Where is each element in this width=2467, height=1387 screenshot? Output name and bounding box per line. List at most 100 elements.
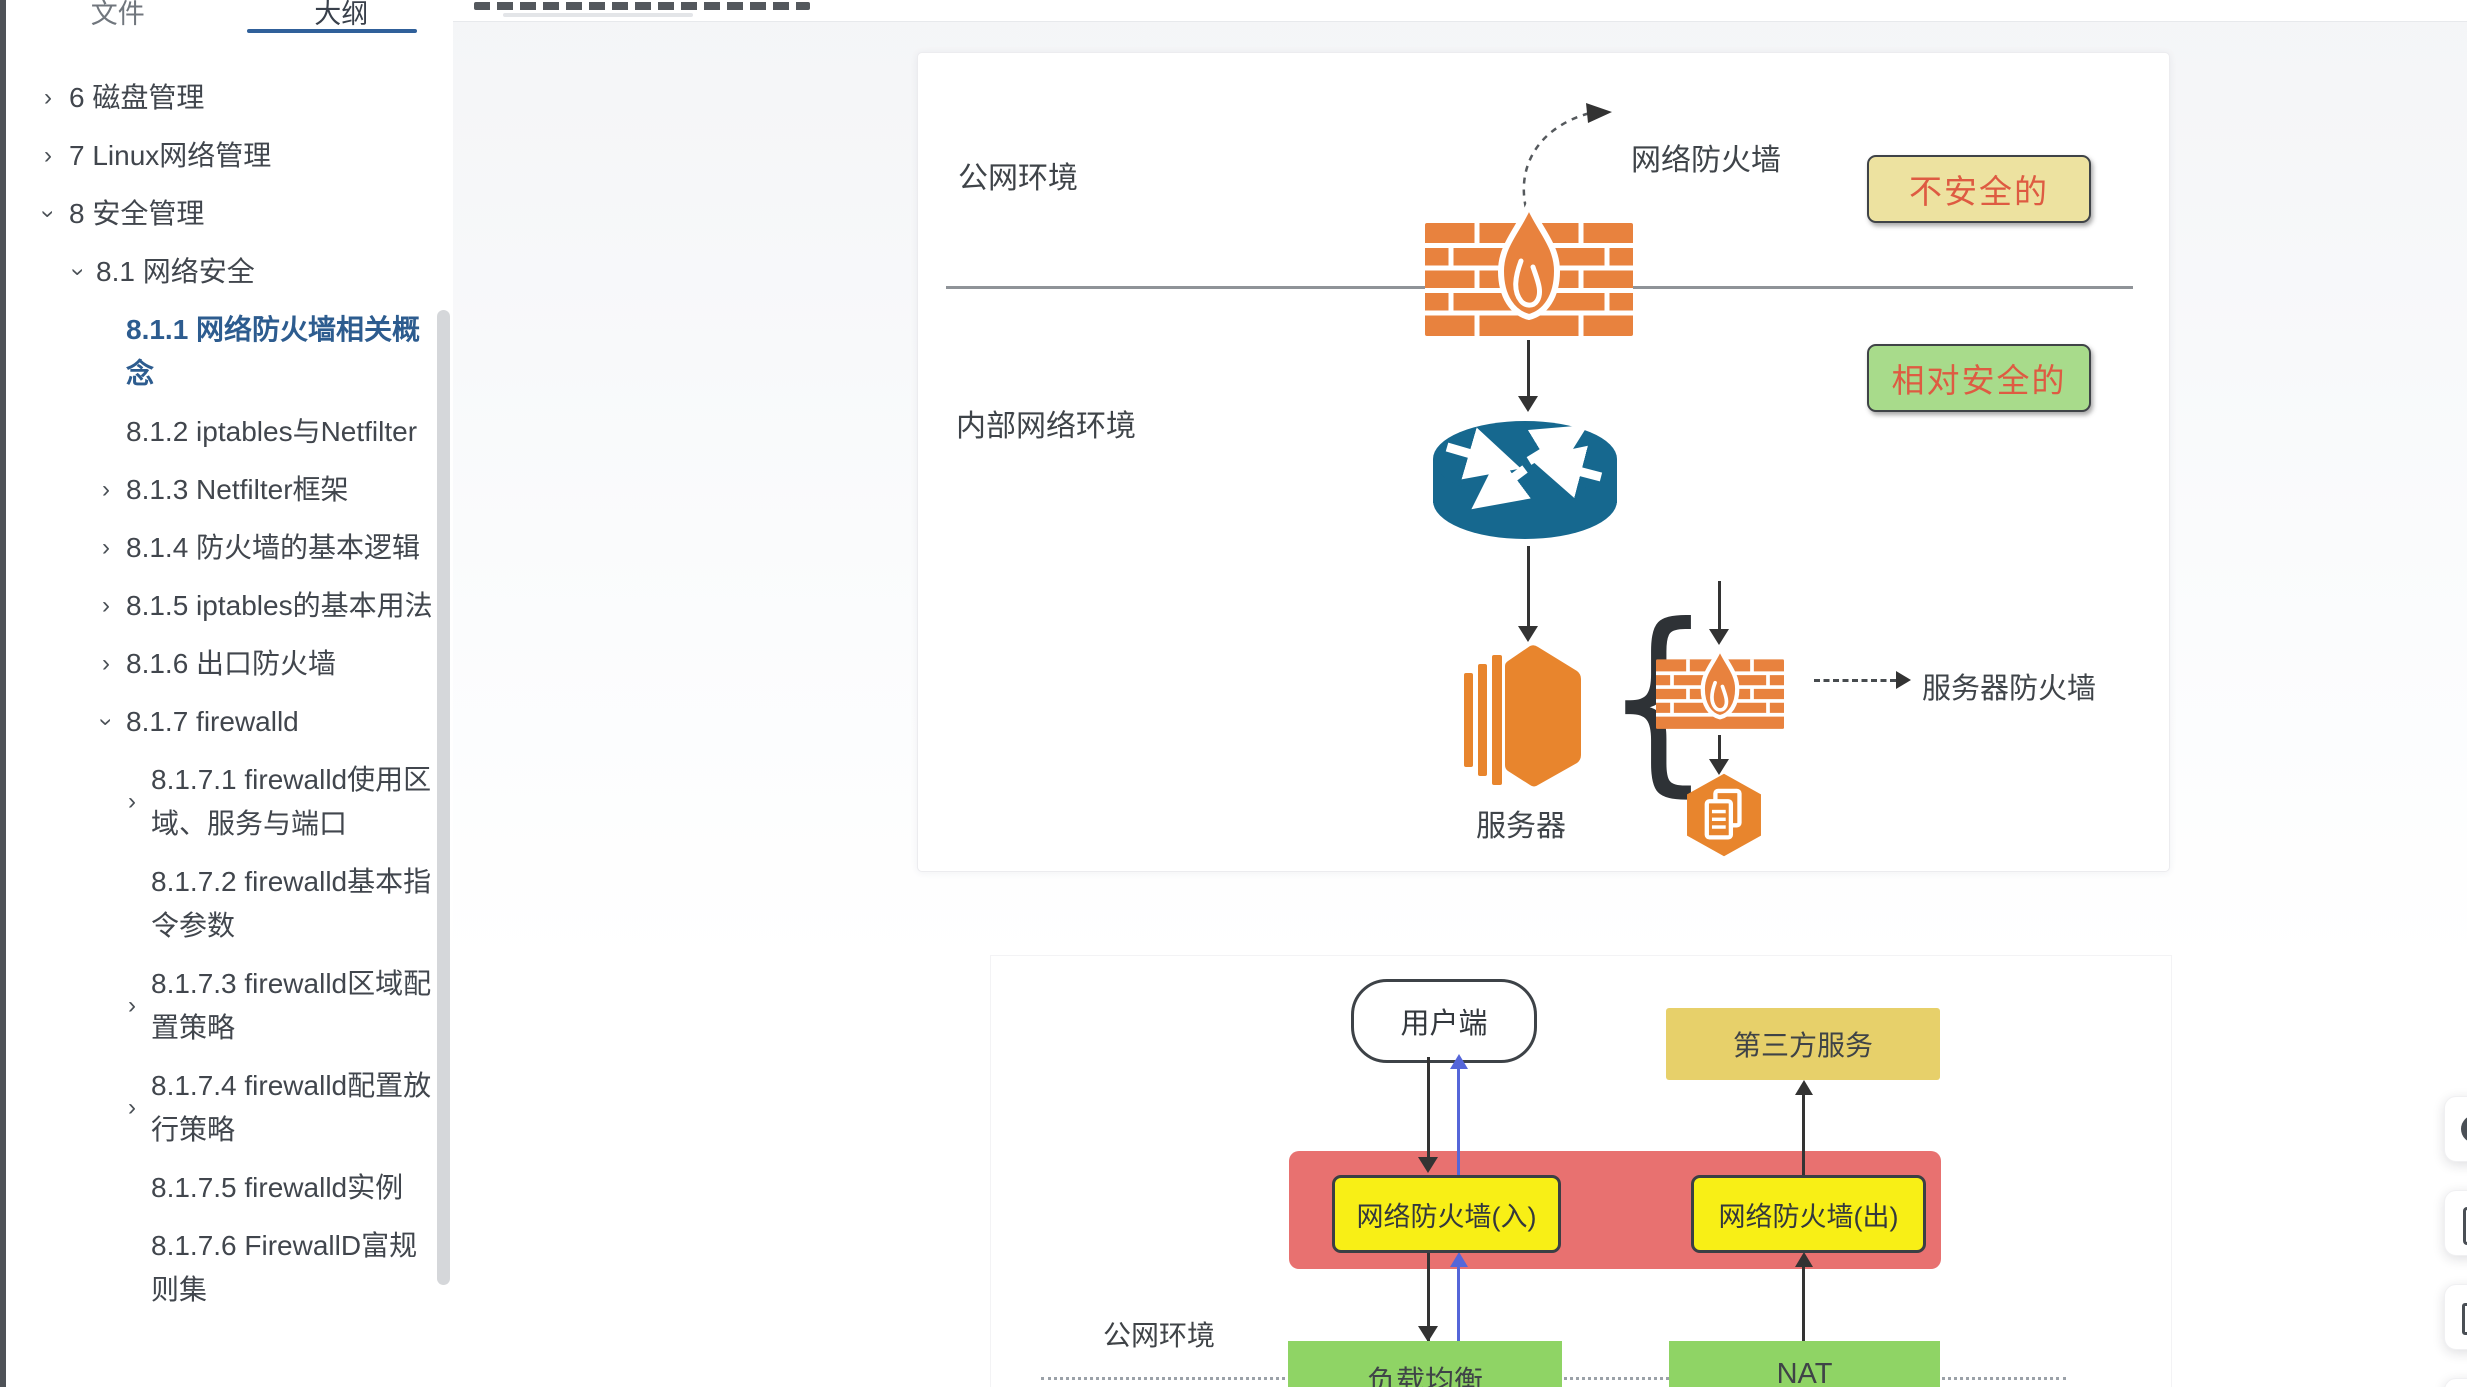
dashed-curve-arrow xyxy=(1522,103,1612,220)
sidebar-item[interactable]: › 8.1.7.3 firewalld区域配置策略 xyxy=(6,962,453,1050)
floating-button-qr[interactable] xyxy=(2444,1284,2467,1350)
sidebar-item-label: 8.1.3 Netfilter框架 xyxy=(126,474,349,505)
dashed-arrow xyxy=(1814,679,1896,682)
chevron-right-icon[interactable]: › xyxy=(44,84,52,111)
arrowhead-up-icon xyxy=(1795,1252,1813,1267)
load-balancer-node: 负载均衡 xyxy=(1288,1341,1562,1387)
tab-outline[interactable]: 大纲 xyxy=(314,0,369,29)
chevron-right-icon[interactable]: › xyxy=(102,650,110,677)
arrow-firewall-router xyxy=(1527,340,1530,398)
sidebar-item[interactable]: 8.1.7.6 FirewallD富规则集 xyxy=(6,1224,453,1312)
sidebar-item[interactable]: › 6 磁盘管理 xyxy=(6,76,453,120)
arrowhead-down-icon xyxy=(1418,1326,1438,1342)
sidebar-item-label: 8.1.7.6 FirewallD富规则集 xyxy=(151,1230,418,1305)
arrowhead-down-icon xyxy=(1418,1157,1438,1173)
clipped-subtitle-fragment xyxy=(503,13,693,17)
sidebar-item-label: 8.1.7.1 firewalld使用区域、服务与端口 xyxy=(151,764,432,839)
sidebar-item-label: 8.1.6 出口防火墙 xyxy=(126,648,337,679)
firewall-out-node: 网络防火墙(出) xyxy=(1691,1175,1926,1253)
sidebar-item-label: 8.1.7 firewalld xyxy=(126,706,299,737)
sidebar-item[interactable]: › 8.1 网络安全 xyxy=(6,250,453,294)
floating-button-theme[interactable] xyxy=(2444,1096,2467,1162)
arrowhead-up-icon xyxy=(1450,1054,1468,1069)
sidebar-item[interactable]: › 8.1.3 Netfilter框架 xyxy=(6,468,453,512)
sidebar-item-label: 8.1.5 iptables的基本用法 xyxy=(126,590,433,621)
client-node: 用户端 xyxy=(1351,979,1537,1063)
router-icon xyxy=(1433,421,1617,539)
server-icon xyxy=(1464,645,1581,787)
window-edge-strip xyxy=(0,0,6,1387)
arrow-firewall-docs xyxy=(1718,735,1721,763)
sidebar-item[interactable]: 8.1.2 iptables与Netfilter xyxy=(6,410,453,454)
qr-code-icon xyxy=(2462,1303,2467,1335)
sidebar-item-label: 8.1.2 iptables与Netfilter xyxy=(126,416,418,447)
third-party-node: 第三方服务 xyxy=(1666,1008,1940,1080)
network-firewall-diagram: 公网环境 内部网络环境 网络防火墙 不安全的 相对安全的 xyxy=(917,52,2170,872)
chevron-right-icon[interactable]: › xyxy=(128,992,136,1019)
sidebar-item[interactable]: › 8.1.4 防火墙的基本逻辑 xyxy=(6,526,453,570)
sidebar-item[interactable]: 8.1.1 网络防火墙相关概念 xyxy=(6,308,453,396)
tab-files[interactable]: 文件 xyxy=(90,0,145,29)
chevron-right-icon[interactable]: › xyxy=(44,142,52,169)
sidebar-item[interactable]: › 8.1.5 iptables的基本用法 xyxy=(6,584,453,628)
sidebar-item-label: 8.1.7.5 firewalld实例 xyxy=(151,1172,404,1203)
unsafe-badge: 不安全的 xyxy=(1867,155,2091,223)
chevron-down-icon[interactable]: › xyxy=(93,718,120,726)
sidebar-item-label: 8.1.7.3 firewalld区域配置策略 xyxy=(151,968,432,1043)
firewall-in-node: 网络防火墙(入) xyxy=(1332,1175,1561,1253)
arrow-blue-up-bottom xyxy=(1457,1256,1460,1341)
arrowhead-right-icon xyxy=(1896,671,1911,689)
sidebar-item-label: 8 安全管理 xyxy=(69,198,205,229)
chevron-right-icon[interactable]: › xyxy=(102,534,110,561)
chevron-right-icon[interactable]: › xyxy=(102,476,110,503)
arrow-nat-up xyxy=(1802,1256,1805,1341)
floating-button-panel[interactable] xyxy=(2444,1190,2467,1256)
toc-list: › 6 磁盘管理 › 7 Linux网络管理 › 8 安全管理 › 8.1 网络安全 8.1.1… xyxy=(6,34,453,1312)
sidebar-item-label: 8.1 网络安全 xyxy=(96,256,255,287)
sidebar-item[interactable]: › 8 安全管理 xyxy=(6,192,453,236)
circle-icon xyxy=(2461,1115,2467,1143)
server-firewall-label: 服务器防火墙 xyxy=(1922,673,2097,705)
sidebar-tab-bar: 文件 大纲 xyxy=(6,0,453,34)
server-firewall-icon xyxy=(1656,647,1784,729)
arrowhead-up-icon xyxy=(1450,1252,1468,1267)
sidebar-item-label: 7 Linux网络管理 xyxy=(69,140,272,171)
sidebar-item[interactable]: 8.1.7.2 firewalld基本指令参数 xyxy=(6,860,453,948)
sidebar-item[interactable]: › 8.1.7.4 firewalld配置放行策略 xyxy=(6,1064,453,1152)
sidebar-item-label: 8.1.1 网络防火墙相关概念 xyxy=(126,314,421,389)
sidebar-item-label: 8.1.4 防火墙的基本逻辑 xyxy=(126,532,421,563)
sidebar: 文件 大纲 › 6 磁盘管理 › 7 Linux网络管理 › 8 安全管理 › 8.1 网络安… xyxy=(6,0,454,1387)
sidebar-scrollbar[interactable] xyxy=(437,310,450,1285)
sidebar-item[interactable]: 8.1.7.5 firewalld实例 xyxy=(6,1166,453,1210)
chevron-right-icon[interactable]: › xyxy=(128,1094,136,1121)
firewall-arrow-label: 网络防火墙 xyxy=(1631,144,1781,177)
sidebar-item-label: 8.1.7.2 firewalld基本指令参数 xyxy=(151,866,432,941)
sidebar-item-label: 6 磁盘管理 xyxy=(69,82,205,113)
arrow-client-down xyxy=(1427,1057,1430,1161)
chevron-right-icon[interactable]: › xyxy=(128,788,136,815)
active-tab-underline xyxy=(247,29,417,33)
safe-badge: 相对安全的 xyxy=(1867,344,2091,412)
nat-node: NAT xyxy=(1669,1341,1940,1387)
public-env-label: 公网环境 xyxy=(958,162,1078,195)
chevron-right-icon[interactable]: › xyxy=(102,592,110,619)
sidebar-item[interactable]: › 7 Linux网络管理 xyxy=(6,134,453,178)
clipped-title-fragment xyxy=(474,2,810,10)
arrowhead-down-icon xyxy=(1709,629,1729,645)
sidebar-item[interactable]: › 8.1.7 firewalld xyxy=(6,700,453,744)
public-env-label: 公网环境 xyxy=(1103,1320,1216,1351)
arrowhead-down-icon xyxy=(1709,759,1729,775)
panel-icon xyxy=(2463,1207,2467,1245)
arrow-blue-up-top xyxy=(1457,1061,1460,1175)
sidebar-item[interactable]: › 8.1.6 出口防火墙 xyxy=(6,642,453,686)
sidebar-item[interactable]: › 8.1.7.1 firewalld使用区域、服务与端口 xyxy=(6,758,453,846)
arrowhead-down-icon xyxy=(1518,626,1538,642)
content-topbar xyxy=(453,0,2467,22)
chevron-down-icon[interactable]: › xyxy=(65,268,92,276)
chevron-down-icon[interactable]: › xyxy=(35,210,62,218)
server-label: 服务器 xyxy=(1476,810,1566,843)
arrowhead-up-icon xyxy=(1795,1080,1813,1095)
arrow-up-to-thirdparty xyxy=(1802,1086,1805,1176)
sidebar-item-label: 8.1.7.4 firewalld配置放行策略 xyxy=(151,1070,432,1145)
